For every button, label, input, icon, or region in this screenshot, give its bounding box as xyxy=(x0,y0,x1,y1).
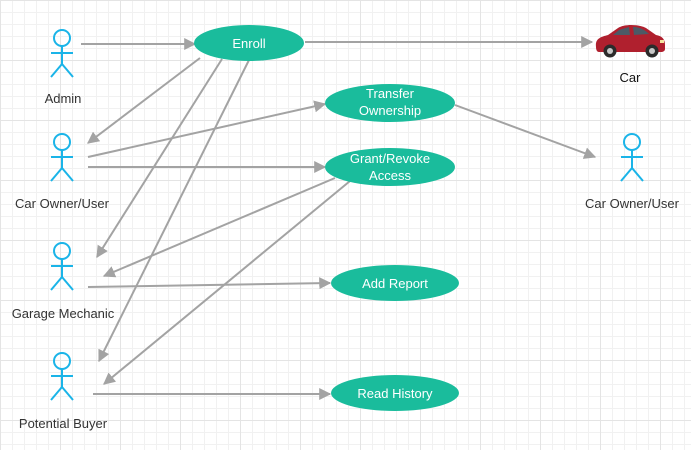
actor-car-owner-user: Car Owner/User xyxy=(15,133,110,211)
edge-mechanic-add-report xyxy=(87,277,332,290)
edge-transfer-new-owner xyxy=(454,104,597,159)
grant-revoke-label-line2: Access xyxy=(369,168,411,183)
car-owner-user-right-label: Car Owner/User xyxy=(585,196,680,211)
actor-garage-mechanic: Garage Mechanic xyxy=(12,242,115,321)
admin-label: Admin xyxy=(45,91,82,106)
car-owner-user-label: Car Owner/User xyxy=(15,196,110,211)
car-label: Car xyxy=(620,70,642,85)
edge-grant-potential-buyer xyxy=(103,180,351,385)
potential-buyer-label: Potential Buyer xyxy=(19,416,108,431)
edge-enroll-garage-mechanic xyxy=(96,58,223,259)
edge-enroll-car-owner xyxy=(87,57,201,144)
actor-car-owner-user-right: Car Owner/User xyxy=(585,133,680,211)
edge-enroll-potential-buyer xyxy=(98,59,250,363)
actor-admin: Admin xyxy=(45,29,82,106)
garage-mechanic-label: Garage Mechanic xyxy=(12,306,115,321)
car-owner-stick-figure-icon xyxy=(50,133,74,182)
edge-owner-transfer xyxy=(87,100,327,158)
new-car-owner-stick-figure-icon xyxy=(620,133,644,182)
actor-potential-buyer: Potential Buyer xyxy=(19,352,108,431)
garage-mechanic-stick-figure-icon xyxy=(50,242,74,291)
edges xyxy=(81,36,597,400)
use-case-grant-revoke-access[interactable]: Grant/Revoke Access xyxy=(325,148,455,186)
edge-grant-garage-mechanic xyxy=(102,177,336,278)
car-object: Car xyxy=(595,25,665,85)
use-case-transfer-ownership[interactable]: Transfer Ownership xyxy=(325,84,455,122)
potential-buyer-stick-figure-icon xyxy=(50,352,74,401)
admin-stick-figure-icon xyxy=(50,29,74,78)
enroll-label: Enroll xyxy=(232,36,265,51)
transfer-ownership-label-line2: Ownership xyxy=(359,103,421,118)
grant-revoke-label-line1: Grant/Revoke xyxy=(350,151,430,166)
use-case-enroll[interactable]: Enroll xyxy=(194,25,304,61)
add-report-label: Add Report xyxy=(362,276,428,291)
transfer-ownership-label-line1: Transfer xyxy=(366,86,415,101)
read-history-label: Read History xyxy=(357,386,433,401)
use-case-add-report[interactable]: Add Report xyxy=(331,265,459,301)
car-icon xyxy=(595,25,665,58)
use-case-read-history[interactable]: Read History xyxy=(331,375,459,411)
